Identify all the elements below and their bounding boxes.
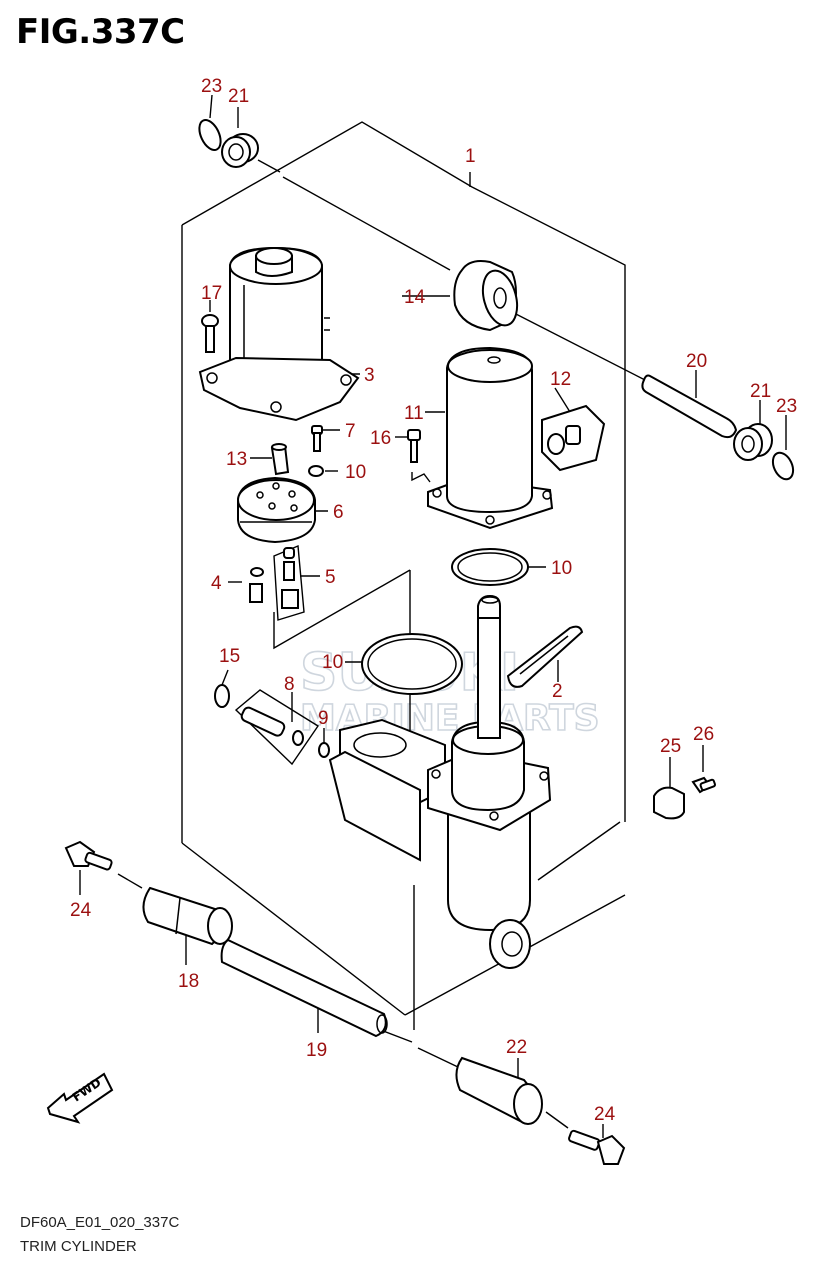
callout-17: 17 — [201, 283, 222, 304]
callout-11: 11 — [404, 403, 424, 424]
callout-15: 15 — [219, 646, 240, 667]
callout-19: 19 — [306, 1040, 327, 1061]
o-ring-10-small — [308, 465, 324, 477]
callout-7: 7 — [345, 421, 356, 442]
callout-13: 13 — [226, 449, 247, 470]
o-ring-10-mid — [451, 548, 529, 586]
bushing-21-right — [733, 423, 773, 461]
screw-17 — [201, 314, 219, 353]
callout-10-mid: 10 — [551, 558, 572, 579]
callout-26: 26 — [693, 724, 714, 745]
ring-9 — [318, 742, 330, 758]
reservoir-11 — [427, 346, 554, 530]
bushing-22 — [455, 1056, 543, 1125]
collar-25 — [653, 786, 685, 820]
callout-23-top: 23 — [201, 76, 222, 97]
callout-14: 14 — [404, 287, 426, 308]
callout-25: 25 — [660, 736, 681, 757]
callout-9: 9 — [318, 708, 329, 729]
callout-6: 6 — [333, 502, 344, 523]
callout-2: 2 — [552, 681, 563, 702]
snap-ring-23-top — [198, 119, 222, 151]
o-ring-10-large — [361, 633, 463, 695]
trim-cylinder-body — [328, 594, 552, 969]
bushing-14 — [453, 260, 519, 332]
callout-18: 18 — [178, 971, 199, 992]
screw-7 — [311, 425, 323, 452]
valve-8 — [234, 689, 319, 766]
callout-21-top: 21 — [228, 86, 249, 107]
bolt-24-left — [64, 840, 113, 871]
motor-3 — [198, 246, 360, 422]
callout-1: 1 — [465, 146, 476, 167]
snap-ring-23-right — [771, 451, 795, 481]
screw-16 — [407, 429, 431, 483]
fwd-arrow-icon: FWD — [46, 1072, 114, 1124]
callout-24-bottom: 24 — [594, 1104, 616, 1125]
bracket-2 — [506, 625, 584, 688]
figure-name: TRIM CYLINDER — [20, 1238, 137, 1255]
leader-lines — [79, 94, 787, 1138]
callout-24-left: 24 — [70, 900, 92, 921]
shaft-19 — [220, 938, 388, 1038]
bolt-24-bottom — [568, 1129, 626, 1165]
callout-16: 16 — [370, 428, 391, 449]
snap-ring-15 — [214, 684, 230, 708]
part-4 — [249, 567, 264, 603]
pin-20 — [641, 374, 738, 439]
callout-21-right: 21 — [750, 381, 771, 402]
callout-4: 4 — [211, 573, 222, 594]
callout-3: 3 — [364, 365, 375, 386]
fitting-12 — [541, 404, 606, 472]
figure-title: FIG.337C — [16, 12, 185, 52]
callout-10-small: 10 — [345, 462, 366, 483]
bushing-21-top — [221, 133, 259, 168]
valve-13 — [270, 443, 290, 476]
callouts: 1 2 3 4 5 6 7 8 9 10 10 10 11 12 13 14 1… — [70, 76, 797, 1125]
callout-20: 20 — [686, 351, 707, 372]
callout-10-large: 10 — [322, 652, 343, 673]
pump-6 — [237, 476, 316, 544]
callout-8: 8 — [284, 674, 295, 695]
figure-code: DF60A_E01_020_337C — [20, 1214, 180, 1231]
callout-23-right: 23 — [776, 396, 797, 417]
bolt-26 — [691, 776, 716, 794]
callout-22: 22 — [506, 1037, 527, 1058]
bushing-18 — [142, 886, 233, 946]
callout-5: 5 — [325, 567, 336, 588]
valve-set-5 — [273, 544, 305, 621]
callout-12: 12 — [550, 369, 571, 390]
